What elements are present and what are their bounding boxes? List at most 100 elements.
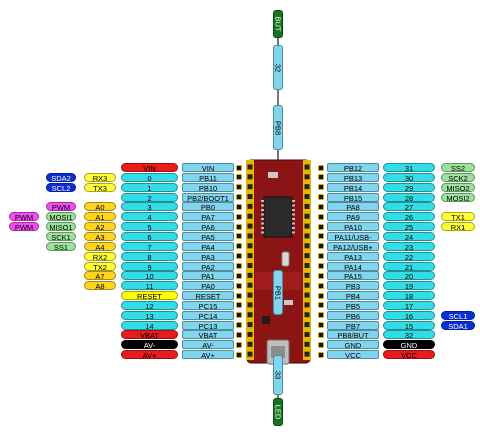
right-pin-dot <box>318 351 324 358</box>
left-pin-dot <box>236 194 242 201</box>
right-pin-number: VCC <box>383 350 435 360</box>
left-pin-number: 10 <box>121 271 178 281</box>
right-pin-dot <box>318 253 324 260</box>
right-serial-label: TX1 <box>441 212 475 222</box>
left-pin-number: 7 <box>121 241 178 251</box>
left-pin-dot <box>236 263 242 269</box>
right-pin-number: 19 <box>383 281 435 291</box>
left-header-strip <box>246 160 254 360</box>
left-pin-name: PA2 <box>182 261 234 271</box>
mcu-chip-lead <box>292 218 295 220</box>
left-pin-name: PC15 <box>182 300 234 310</box>
left-spi-label: SS1 <box>46 241 76 251</box>
right-pin-number: 30 <box>383 172 435 182</box>
right-pin-number: 24 <box>383 231 435 241</box>
left-header-pin <box>247 184 253 190</box>
left-pin-number: 8 <box>121 251 178 261</box>
left-analog-label: A3 <box>84 231 116 241</box>
left-pin-number: 9 <box>121 261 178 271</box>
right-pin-dot <box>318 174 324 181</box>
button-label-bottom-text: LED <box>273 404 283 420</box>
mcu-chip-lead <box>292 213 295 216</box>
pin-number-bottom-text: 33 <box>273 370 283 380</box>
right-spi-label: SCK2 <box>441 172 475 182</box>
left-analog-label: A1 <box>84 212 116 222</box>
left-pin-number: AV- <box>121 340 178 350</box>
right-pin-dot <box>318 282 324 289</box>
left-pin-name: PB11 <box>182 172 234 182</box>
left-pin-number: VBAT <box>121 330 178 340</box>
left-pin-dot <box>236 243 242 250</box>
right-pin-name: PB8/BUT <box>327 330 379 340</box>
board-pcb <box>246 159 311 364</box>
left-serial-label: RX2 <box>84 251 116 261</box>
left-serial-label: TX2 <box>84 261 116 271</box>
regulator <box>262 316 270 324</box>
right-header-pin <box>304 184 310 190</box>
right-header-pin <box>304 203 310 209</box>
left-serial-label: RX3 <box>84 172 116 182</box>
left-pin-name: PA1 <box>182 271 234 281</box>
right-header-pin <box>304 194 310 200</box>
left-analog-label: A2 <box>84 222 116 232</box>
left-pin-number: 13 <box>121 310 178 320</box>
right-pin-name: PB12 <box>327 163 379 172</box>
left-i2c-label: SCL2 <box>46 182 76 192</box>
left-pin-name: PB0 <box>182 202 234 212</box>
right-spi-label: SS2 <box>441 163 475 172</box>
left-pwm-label: PWM <box>9 222 39 232</box>
left-pin-dot <box>236 322 242 329</box>
left-pin-number: 12 <box>121 300 178 310</box>
left-header-pin <box>247 263 253 268</box>
left-pin-number: VIN <box>121 163 178 172</box>
right-pin-dot <box>318 164 324 171</box>
right-header-pin <box>304 223 310 229</box>
left-pin-name: VIN <box>182 163 234 172</box>
left-i2c-label: SDA2 <box>46 172 76 182</box>
right-pin-number: 31 <box>383 163 435 172</box>
right-header-pin <box>304 341 310 347</box>
left-spi-label: MOSI1 <box>46 212 76 222</box>
mcu-chip-lead <box>261 222 264 225</box>
right-pin-name: PB14 <box>327 182 379 192</box>
mcu-chip-lead <box>261 227 264 229</box>
right-pin-dot <box>318 331 324 338</box>
pin-name-bottom: PB1 <box>273 270 283 315</box>
left-pin-name: PB10 <box>182 182 234 192</box>
right-serial-label: RX1 <box>441 222 475 232</box>
mcu-chip-lead <box>292 222 295 225</box>
left-serial-label: TX3 <box>84 182 116 192</box>
right-pin-dot <box>318 272 324 279</box>
right-pin-name: PB13 <box>327 172 379 182</box>
left-analog-label: A4 <box>84 241 116 251</box>
left-analog-label: A7 <box>84 271 116 281</box>
left-spi-label: MISO1 <box>46 222 76 232</box>
left-pwm-label: PWM <box>46 202 76 212</box>
right-spi-label: MOSI2 <box>441 192 475 202</box>
right-pin-name: PA14 <box>327 261 379 271</box>
right-header-pin <box>304 253 310 259</box>
left-pin-number: 2 <box>121 192 178 202</box>
right-pin-number: 22 <box>383 251 435 261</box>
left-pin-dot <box>236 213 242 220</box>
left-header-pin <box>247 223 253 229</box>
right-pin-number: 16 <box>383 310 435 320</box>
right-header-pin <box>304 282 310 288</box>
right-pin-number: 26 <box>383 212 435 222</box>
left-header-pin <box>247 253 253 259</box>
right-pin-name: PB4 <box>327 291 379 301</box>
right-pin-name: PA11/USB- <box>327 231 379 241</box>
right-header-pin <box>304 351 310 357</box>
right-pin-dot <box>318 263 324 269</box>
right-pin-number: 21 <box>383 261 435 271</box>
left-analog-label: A0 <box>84 202 116 212</box>
mcu-chip-lead <box>261 200 264 202</box>
right-pin-name: PB7 <box>327 320 379 330</box>
smd-part <box>268 172 278 178</box>
right-pin-dot <box>318 302 324 309</box>
right-i2c-label: SCL1 <box>441 310 475 320</box>
right-pin-number: 25 <box>383 222 435 232</box>
right-pin-number: 18 <box>383 291 435 301</box>
left-pin-name: VBAT <box>182 330 234 340</box>
